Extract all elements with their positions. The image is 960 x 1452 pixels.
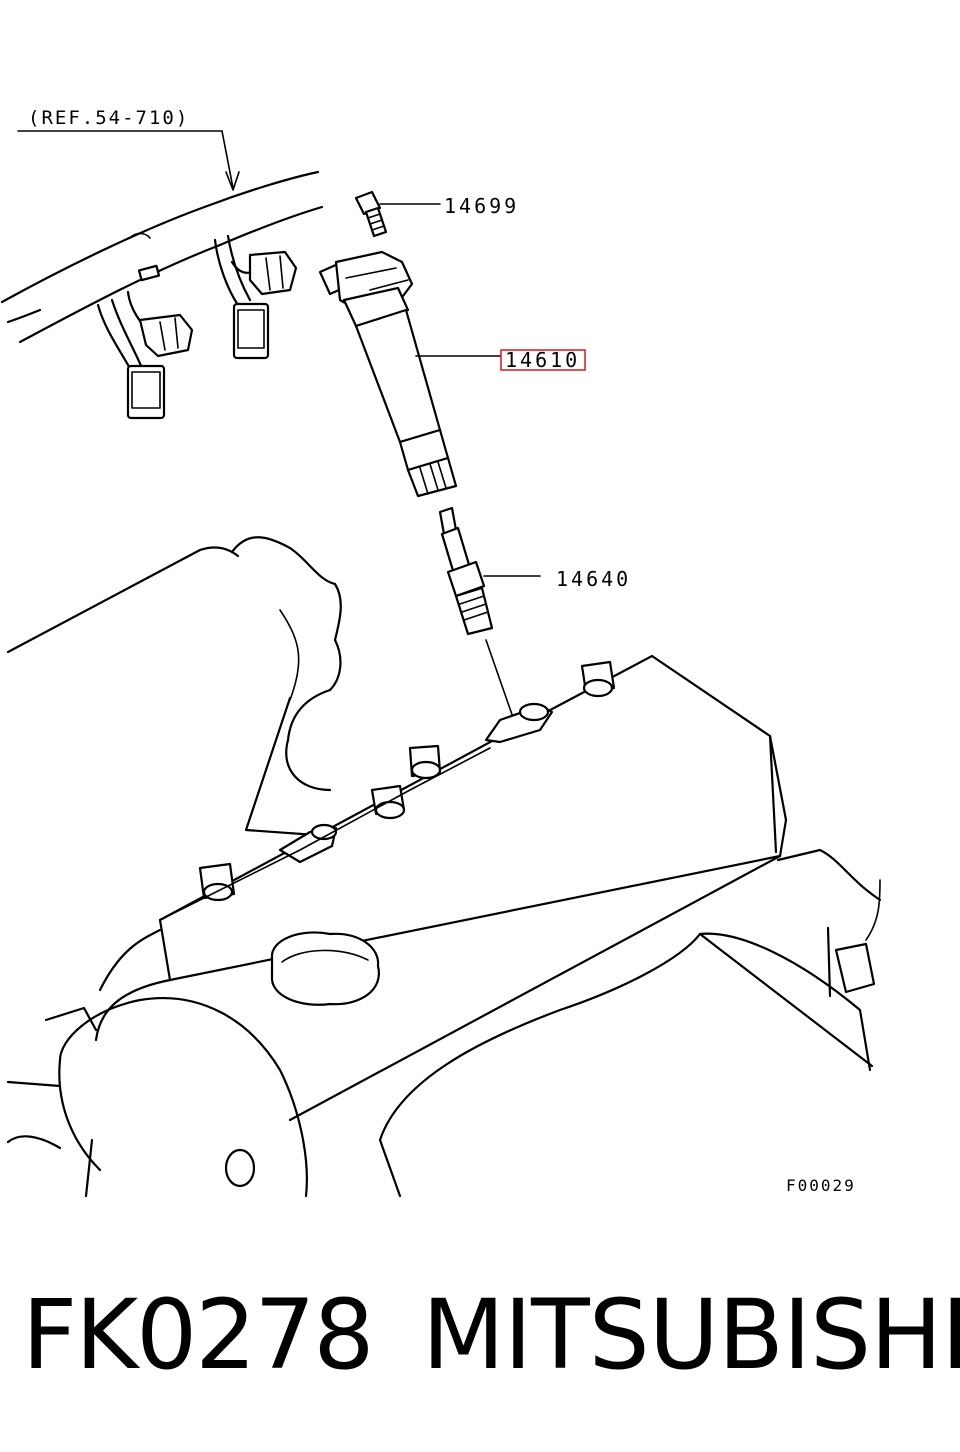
callout-plug-label: 14640 <box>556 567 631 591</box>
cylinder-head-cover <box>94 654 788 1122</box>
part-number: FK0278 <box>22 1279 374 1391</box>
figure-code: F00029 <box>786 1176 856 1195</box>
engine-lower <box>6 848 882 1198</box>
brand-name: MITSUBISHI <box>422 1279 960 1391</box>
footer-caption: FK0278 MITSUBISHI <box>0 1270 960 1400</box>
callout-coil-label: 14610 <box>505 348 580 372</box>
wiring-harness <box>0 170 324 420</box>
callout-bolt-label: 14699 <box>444 194 519 218</box>
bolt-part: 14699 <box>354 190 519 238</box>
ignition-coil-part: 14610 <box>318 250 586 498</box>
parts-diagram: (REF.54-710) 14699 <box>0 107 882 1198</box>
reference-label: (REF.54-710) <box>28 107 189 129</box>
engine-upper <box>6 536 342 838</box>
callout-coil-highlight <box>500 349 586 371</box>
reference-callout: (REF.54-710) <box>17 107 240 191</box>
spark-plug-part: 14640 <box>438 506 631 727</box>
